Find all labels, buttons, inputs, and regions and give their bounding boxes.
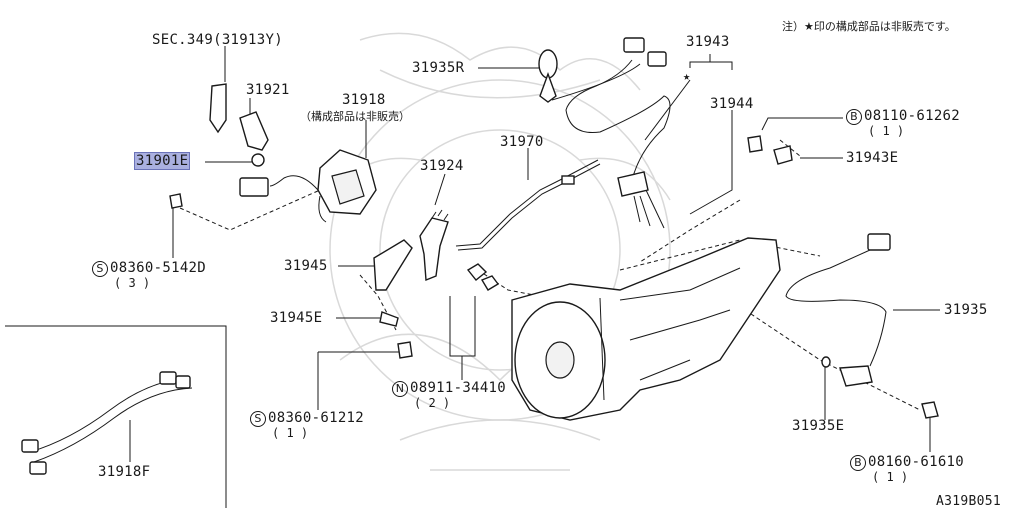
transmission xyxy=(511,237,781,421)
sector-31924 xyxy=(419,209,449,282)
label-31945[interactable]: 31945 xyxy=(284,258,328,274)
part-number-08160: 08160-61610 xyxy=(868,454,965,470)
sensor-31935 xyxy=(785,233,891,387)
part-number-08110: 08110-61262 xyxy=(864,108,961,124)
harness-31943 xyxy=(565,37,671,229)
label-31918-note: （構成部品は非販売） xyxy=(300,110,410,123)
label-31935[interactable]: 31935 xyxy=(944,302,988,318)
label-31935e[interactable]: 31935E xyxy=(792,418,845,434)
bolt-08160 xyxy=(921,401,939,419)
label-31924[interactable]: 31924 xyxy=(420,158,464,174)
cable-31970 xyxy=(455,159,601,251)
bolt-08360-5142 xyxy=(169,193,183,209)
sensor-31935r xyxy=(538,49,641,103)
circle-s-icon: S xyxy=(92,261,108,277)
qty-08110: ( 1 ) xyxy=(868,124,905,138)
label-sec349[interactable]: SEC.349(31913Y) xyxy=(152,32,283,48)
label-31921[interactable]: 31921 xyxy=(246,82,290,98)
circle-n-icon: N xyxy=(392,381,408,397)
label-31945e[interactable]: 31945E xyxy=(270,310,323,326)
label-31918[interactable]: 31918 xyxy=(342,92,386,108)
label-31901e-highlighted[interactable]: 31901E xyxy=(134,152,191,170)
switch-31918 xyxy=(239,149,377,223)
circle-b-icon: B xyxy=(850,455,866,471)
label-31918f[interactable]: 31918F xyxy=(98,464,151,480)
label-31943[interactable]: 31943 xyxy=(686,34,730,50)
part-number-08360-5142: 08360-5142D xyxy=(110,260,207,276)
diagram-code: A319B051 xyxy=(936,494,1002,509)
qty-08360-61212: ( 1 ) xyxy=(272,426,309,440)
nuts-08911 xyxy=(466,263,500,291)
label-31935r[interactable]: 31935R xyxy=(412,60,465,76)
circle-s-icon: S xyxy=(250,411,266,427)
qty-08360-5142: ( 3 ) xyxy=(114,276,151,290)
bolt-08110 xyxy=(747,135,793,165)
part-number-08360-61212: 08360-61212 xyxy=(268,410,365,426)
qty-08911: ( 2 ) xyxy=(414,396,451,410)
non-sale-note: 注）★印の構成部品は非販売です。 xyxy=(782,20,956,33)
bracket-31921 xyxy=(209,83,269,167)
label-31970[interactable]: 31970 xyxy=(500,134,544,150)
label-31944[interactable]: 31944 xyxy=(710,96,754,112)
label-31943e[interactable]: 31943E xyxy=(846,150,899,166)
circle-b-icon: B xyxy=(846,109,862,125)
part-number-08911: 08911-34410 xyxy=(410,380,507,396)
inset-border xyxy=(5,325,227,508)
star-marker: ★ xyxy=(683,69,691,83)
qty-08160: ( 1 ) xyxy=(872,470,909,484)
harness-31918f xyxy=(21,371,193,475)
bracket-31945 xyxy=(373,239,413,359)
